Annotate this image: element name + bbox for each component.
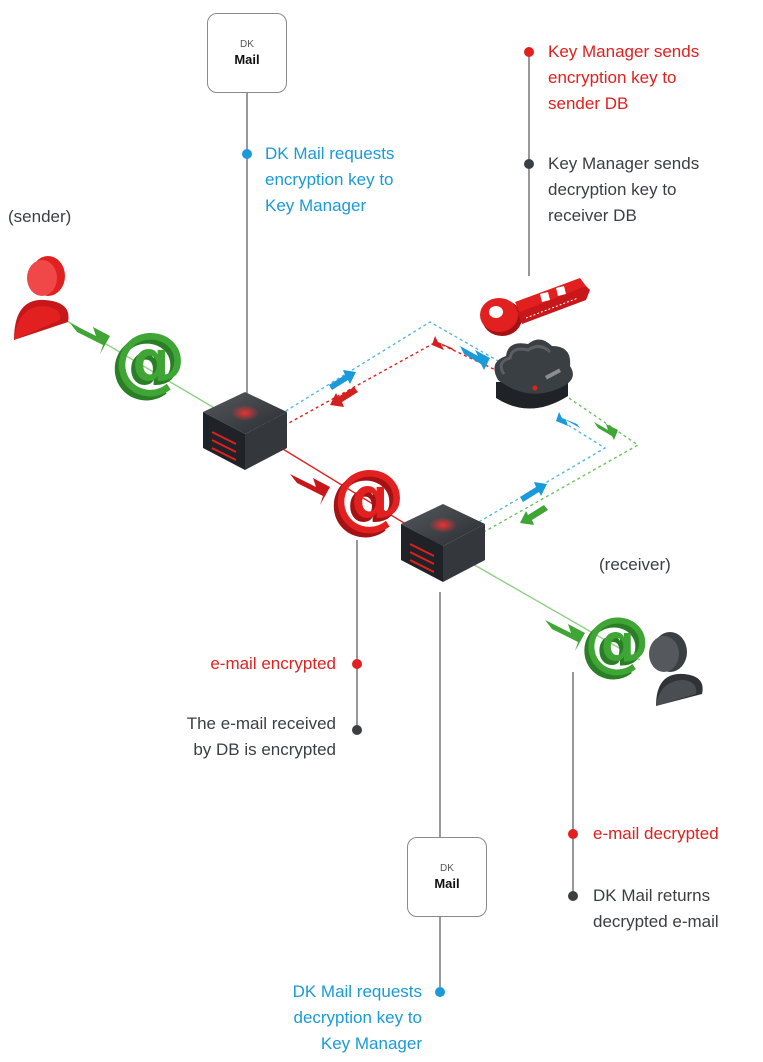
flow-arrows	[70, 323, 618, 651]
request-decryption-label: DK Mail requests decryption key to Key M…	[293, 979, 422, 1057]
at-sign-icon-red-encrypted: @ @	[329, 454, 405, 542]
arrow-icon	[460, 346, 490, 370]
callout-dots	[242, 47, 578, 997]
dot-received-encrypted	[352, 725, 362, 735]
svg-text:@: @	[114, 317, 186, 401]
dk-mail-box-top-line1: DK	[240, 39, 254, 50]
arrow-icon	[545, 620, 585, 651]
request-decryption-line-2: decryption key to	[293, 1008, 422, 1027]
arrow-icon	[520, 482, 547, 502]
received-encrypted-label: The e-mail received by DB is encrypted	[187, 711, 336, 763]
svg-text:@: @	[584, 603, 650, 680]
email-encrypted-label: e-mail encrypted	[210, 654, 336, 673]
km-sends-encryption-label: Key Manager sends encryption key to send…	[548, 39, 699, 117]
svg-text:@: @	[333, 454, 405, 538]
dot-km-encryption	[524, 47, 534, 57]
arrow-icon	[432, 336, 456, 352]
sender-db-server-icon	[203, 392, 287, 470]
dk-mail-box-top-line2: Mail	[234, 52, 260, 67]
request-decryption-line-3: Key Manager	[320, 1034, 422, 1053]
km-sends-decryption-label: Key Manager sends decryption key to rece…	[548, 151, 699, 229]
email-decrypted-label: e-mail decrypted	[593, 824, 719, 843]
at-sign-icon-green-sender: @ @	[110, 317, 186, 405]
km-sends-encryption-line-1: Key Manager sends	[548, 42, 700, 61]
request-encryption-line-2: encryption key to	[265, 170, 394, 189]
request-encryption-line-3: Key Manager	[265, 196, 367, 215]
arrow-icon	[556, 412, 580, 428]
returns-decrypted-label: DK Mail returns decrypted e-mail	[593, 883, 719, 935]
request-encryption-line-1: DK Mail requests	[265, 144, 395, 163]
returns-decrypted-line-1: DK Mail returns	[593, 886, 711, 905]
sender-person-icon	[14, 256, 69, 340]
dk-mail-box-bottom-line2: Mail	[434, 876, 460, 891]
svg-text:@: @	[329, 458, 401, 542]
at-sign-icon-green-receiver: @ @	[580, 603, 650, 684]
dot-email-decrypted	[568, 829, 578, 839]
key-icon	[480, 278, 590, 336]
svg-text:@: @	[110, 321, 182, 405]
received-encrypted-line-1: The e-mail received	[186, 714, 336, 733]
dot-request-encryption	[242, 149, 252, 159]
km-sends-decryption-line-3: receiver DB	[548, 206, 637, 225]
arrow-icon	[70, 323, 110, 354]
sender-label: (sender)	[8, 207, 72, 226]
dot-km-decryption	[524, 159, 534, 169]
svg-text:@: @	[580, 607, 646, 684]
dot-email-encrypted	[352, 659, 362, 669]
dk-mail-box-top: DK Mail	[207, 13, 287, 93]
dot-request-decryption	[435, 987, 445, 997]
dk-mail-box-bottom-line1: DK	[440, 863, 454, 874]
request-decryption-line-1: DK Mail requests	[292, 982, 422, 1001]
arrow-icon	[290, 474, 330, 505]
returns-decrypted-line-2: decrypted e-mail	[593, 912, 719, 931]
km-sends-encryption-line-3: sender DB	[548, 94, 629, 113]
arrow-icon	[329, 370, 356, 390]
receiver-label: (receiver)	[599, 555, 671, 574]
km-sends-decryption-line-2: decryption key to	[548, 180, 677, 199]
arrow-icon	[520, 505, 548, 525]
dot-returns-decrypted	[568, 891, 578, 901]
cloud-key-manager-icon	[494, 339, 573, 409]
km-sends-decryption-line-1: Key Manager sends	[548, 154, 700, 173]
callout-lines	[246, 52, 574, 992]
receiver-person-icon	[649, 632, 703, 706]
request-encryption-label: DK Mail requests encryption key to Key M…	[265, 141, 394, 219]
received-encrypted-line-2: by DB is encrypted	[193, 740, 336, 759]
arrow-icon	[330, 387, 358, 407]
dk-mail-box-bottom: DK Mail	[407, 837, 487, 917]
receiver-db-server-icon	[401, 504, 485, 582]
km-sends-encryption-line-2: encryption key to	[548, 68, 677, 87]
arrow-icon	[594, 422, 618, 440]
